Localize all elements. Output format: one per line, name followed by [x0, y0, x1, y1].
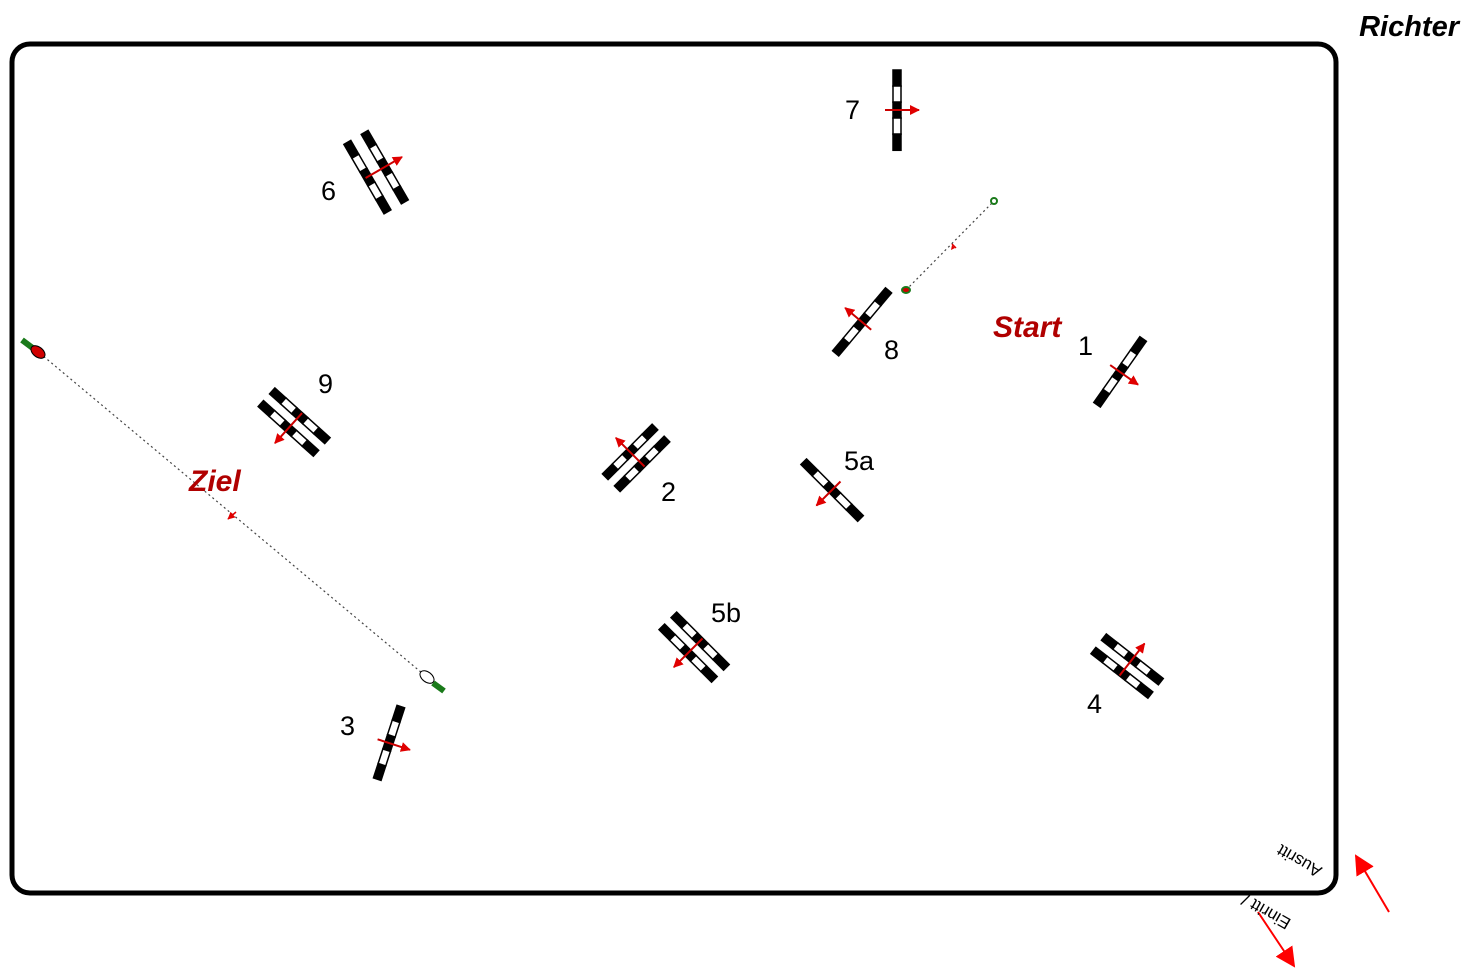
- obstacle-5b: [657, 610, 731, 684]
- obstacle-label-7: 7: [845, 95, 860, 125]
- obstacle-label-9: 9: [318, 369, 333, 399]
- direction-arrow: [365, 156, 403, 179]
- direction-arrow: [815, 480, 842, 507]
- start-label: Start: [993, 311, 1063, 344]
- obstacle-7: [885, 69, 920, 152]
- obstacle-3: [372, 704, 411, 782]
- obstacle-label-5b: 5b: [711, 598, 741, 628]
- start-flag-left: [901, 286, 911, 294]
- start-line: [901, 197, 998, 294]
- obstacle-label-3: 3: [340, 711, 355, 741]
- obstacle-label-8: 8: [884, 335, 899, 365]
- start-flag-right: [990, 197, 998, 205]
- finish-flag-right: [419, 670, 446, 694]
- obstacle-5a: [799, 457, 865, 523]
- finish-flag-left: [20, 337, 46, 359]
- obstacle-8: [831, 286, 893, 358]
- direction-arrow: [274, 412, 303, 444]
- obstacle-label-6: 6: [321, 176, 336, 206]
- entrance-arrow: [1257, 911, 1296, 968]
- finish-label: Ziel: [188, 465, 241, 498]
- obstacle-6: [342, 129, 410, 215]
- entrance-label: Einritt /: [1238, 890, 1294, 933]
- obstacle-label-2: 2: [661, 477, 676, 507]
- obstacle-4: [1089, 632, 1165, 700]
- exit-label: Ausritt: [1274, 840, 1325, 881]
- judge-label: Richter: [1359, 11, 1461, 43]
- finish-line: [20, 337, 446, 694]
- obstacle-label-4: 4: [1087, 689, 1102, 719]
- direction-arrow: [1118, 642, 1146, 677]
- direction-arrow: [673, 637, 704, 668]
- exit-arrow: [1354, 854, 1390, 913]
- arena-border: [9, 41, 1339, 896]
- direction-arrow: [377, 738, 411, 752]
- direction-arrow: [1109, 364, 1139, 386]
- obstacle-label-5a: 5a: [844, 446, 875, 476]
- direction-arrow: [844, 307, 872, 331]
- obstacles: [257, 69, 1165, 782]
- obstacle-1: [1092, 335, 1148, 409]
- obstacle-9: [257, 386, 332, 458]
- obstacle-label-1: 1: [1078, 331, 1093, 361]
- direction-arrow: [615, 437, 646, 468]
- entrance-exit: Einritt / Ausritt: [1238, 840, 1390, 968]
- obstacle-2: [601, 423, 671, 493]
